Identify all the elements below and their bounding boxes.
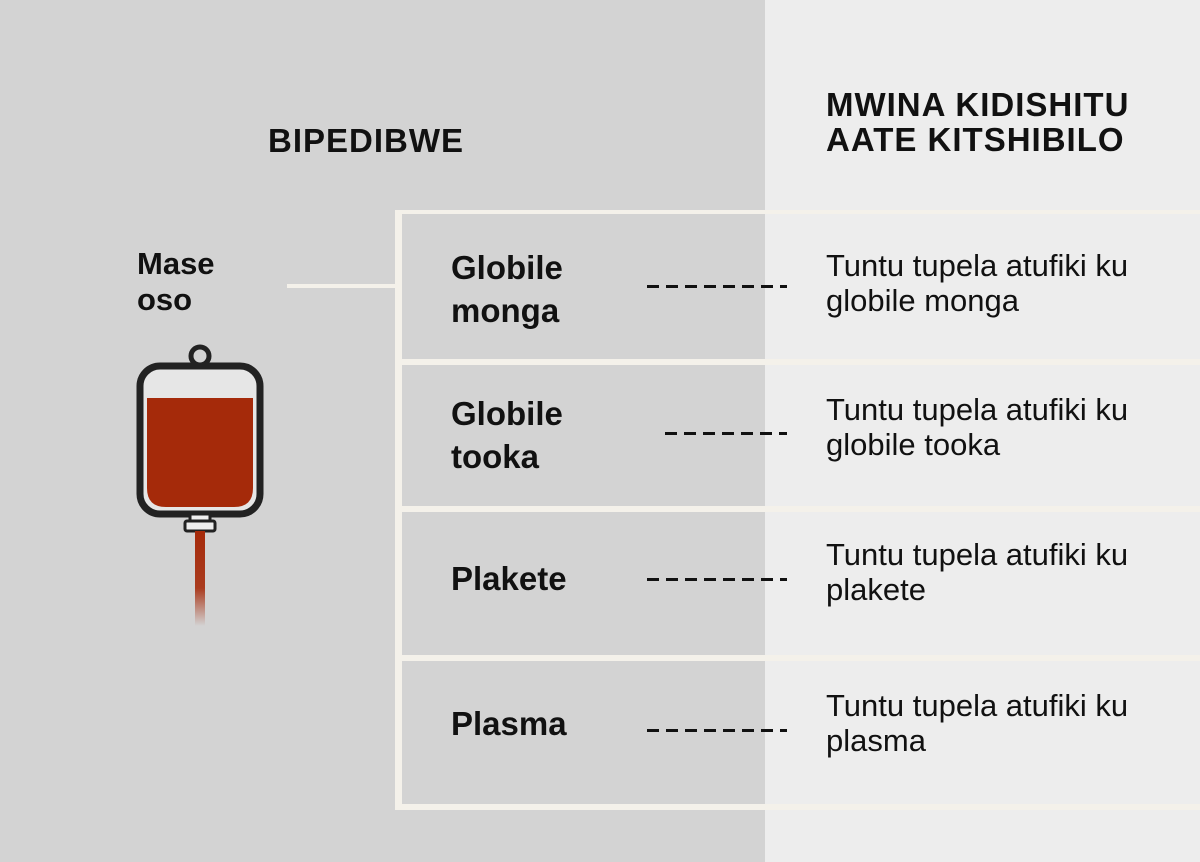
component-label: Globile monga xyxy=(451,249,563,329)
component-description: Tuntu tupela atufiki ku plakete xyxy=(826,537,1129,607)
dashed-connector xyxy=(647,285,787,288)
table-row: Plakete Tuntu tupela atufiki ku plakete xyxy=(395,512,1200,655)
row-divider xyxy=(395,359,1200,365)
table-row: Plasma Tuntu tupela atufiki ku plasma xyxy=(395,661,1200,804)
component-label: Plasma xyxy=(451,705,567,742)
dashed-connector xyxy=(665,432,787,435)
dashed-connector xyxy=(647,729,787,732)
component-description: Tuntu tupela atufiki ku globile monga xyxy=(826,248,1129,318)
table-row: Globile monga Tuntu tupela atufiki ku gl… xyxy=(395,214,1200,359)
blood-bag-icon xyxy=(135,344,265,629)
left-column-heading: BIPEDIBWE xyxy=(268,122,465,159)
blood-components-table: Globile monga Tuntu tupela atufiki ku gl… xyxy=(395,210,1200,810)
right-column-heading: MWINA KIDISHITU AATE KITSHIBILO xyxy=(826,86,1130,158)
source-connector-line xyxy=(287,284,397,288)
component-label: Globile tooka xyxy=(451,395,563,475)
dashed-connector xyxy=(647,578,787,581)
component-label: Plakete xyxy=(451,560,567,597)
row-divider xyxy=(395,506,1200,512)
component-description: Tuntu tupela atufiki ku globile tooka xyxy=(826,392,1129,462)
table-row: Globile tooka Tuntu tupela atufiki ku gl… xyxy=(395,365,1200,506)
source-label: Mase oso xyxy=(137,246,215,317)
table-top-border xyxy=(395,210,1200,214)
left-panel-background xyxy=(0,0,765,862)
right-panel-background xyxy=(765,0,1200,862)
table-bottom-border xyxy=(395,804,1200,810)
row-divider xyxy=(395,655,1200,661)
component-description: Tuntu tupela atufiki ku plasma xyxy=(826,688,1129,758)
